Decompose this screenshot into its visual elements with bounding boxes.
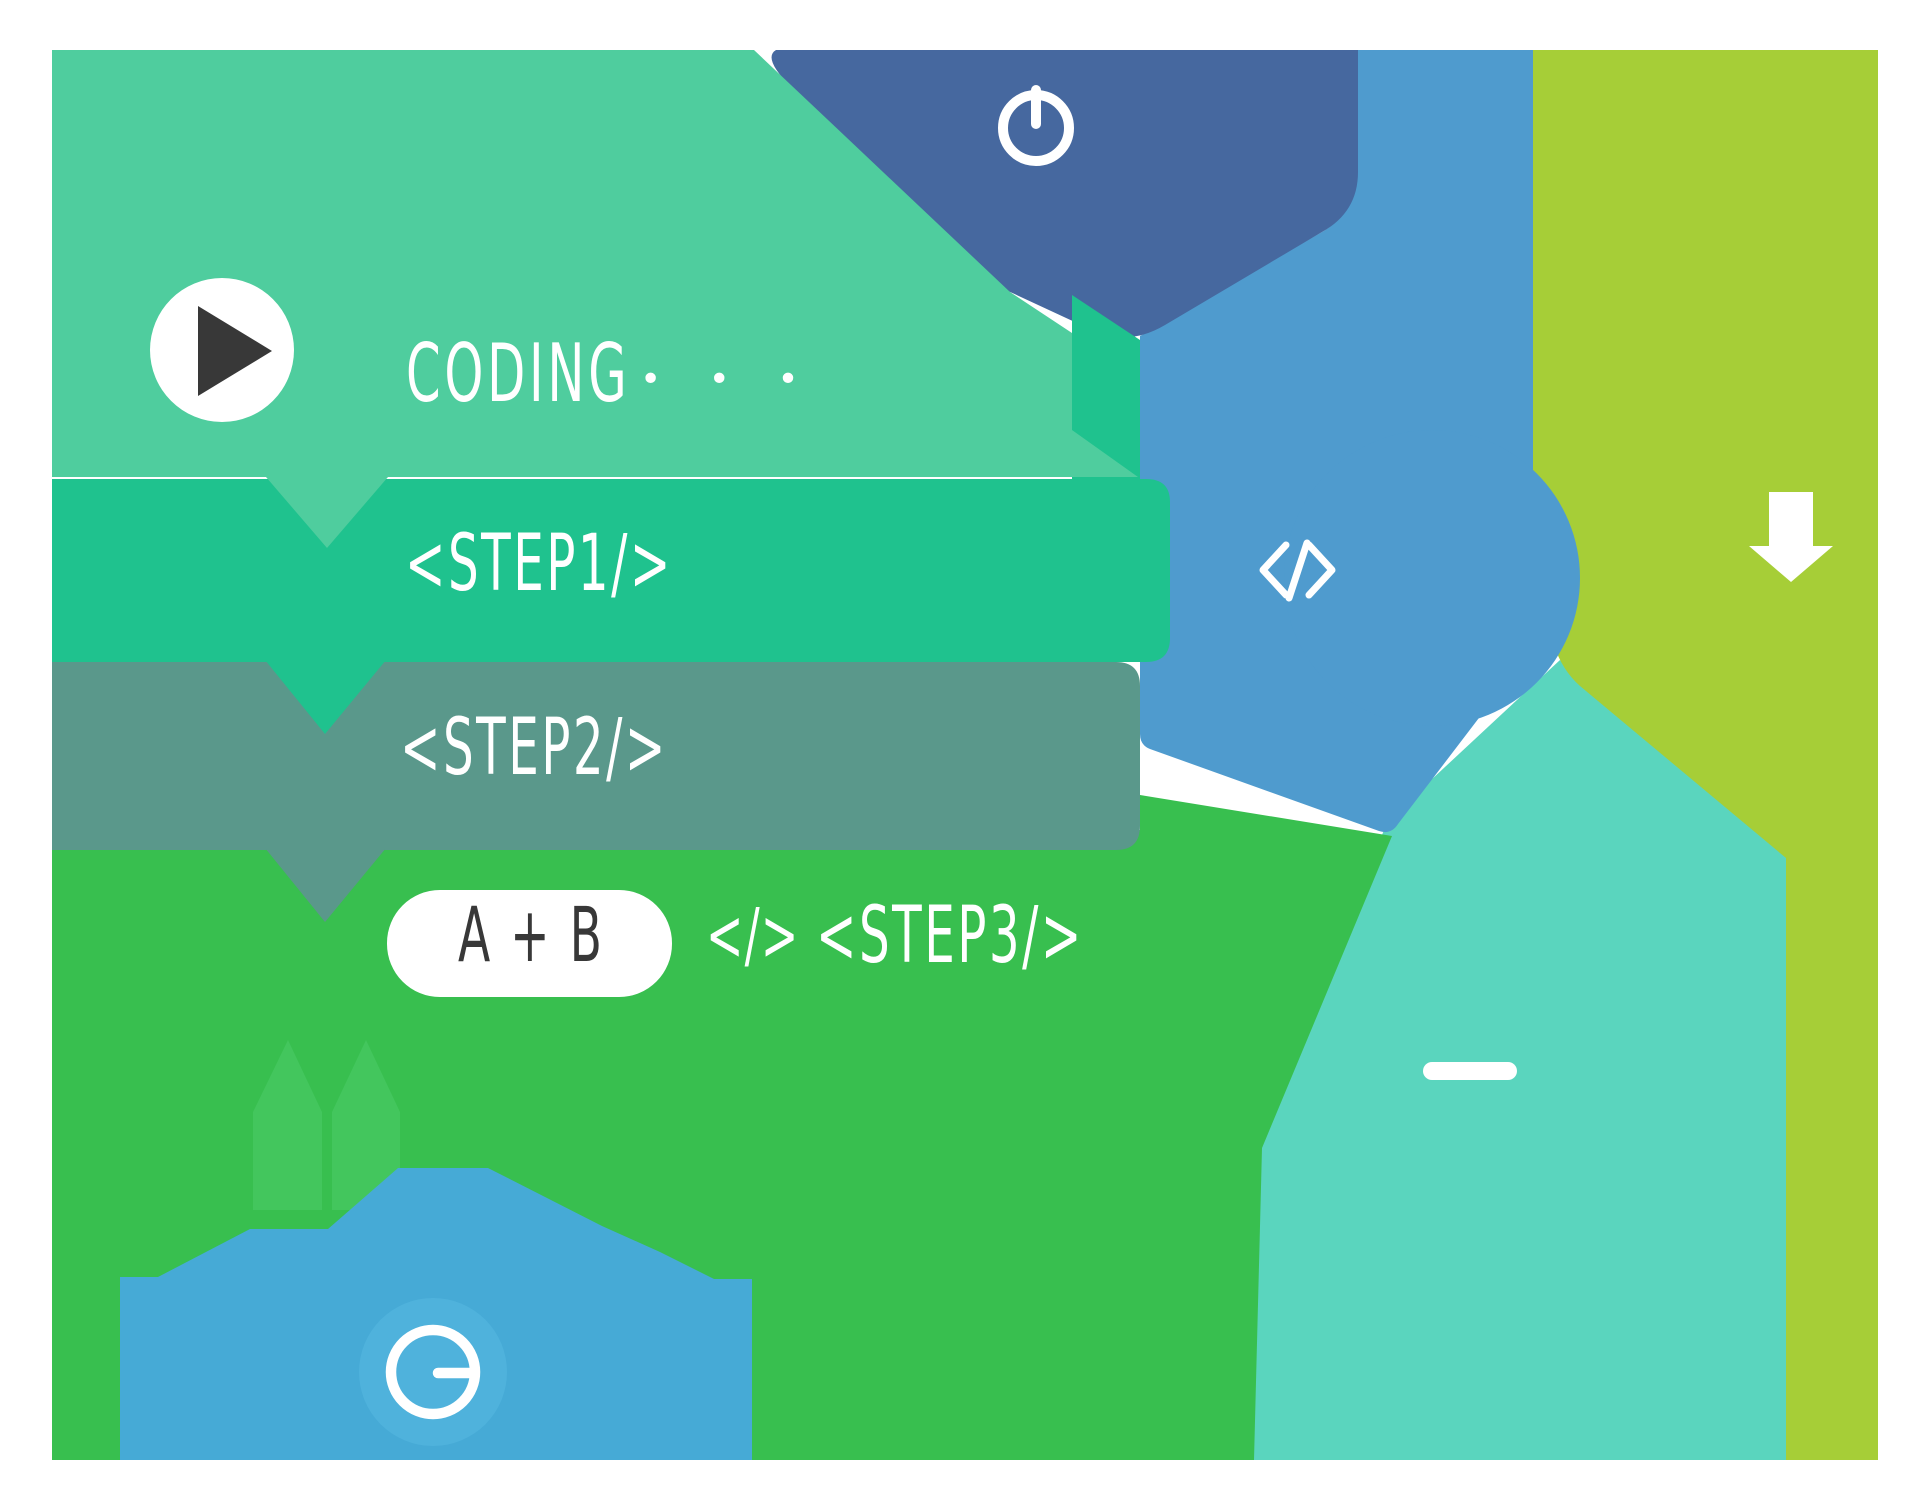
navy-puzzle bbox=[751, 50, 1358, 338]
lime-region bbox=[1533, 50, 1878, 1460]
minus-icon[interactable] bbox=[1423, 1062, 1517, 1080]
ellipsis-dots: • • • bbox=[640, 359, 817, 400]
operand-pill[interactable] bbox=[387, 890, 672, 997]
play-button[interactable] bbox=[150, 278, 294, 422]
code-glyph-label: </> bbox=[706, 893, 800, 977]
step2-label: <STEP2/> bbox=[400, 703, 668, 793]
block-coding[interactable] bbox=[52, 50, 1138, 548]
coding-label: CODING bbox=[406, 327, 631, 420]
loader-circle-icon[interactable] bbox=[385, 1324, 481, 1420]
download-arrow-icon[interactable] bbox=[1749, 492, 1833, 582]
power-icon[interactable] bbox=[998, 85, 1074, 166]
play-icon bbox=[198, 306, 272, 396]
teal-region bbox=[1248, 660, 1800, 1460]
operand-label: A + B bbox=[458, 890, 605, 979]
skyblue-bump bbox=[1284, 430, 1580, 726]
step1-label: <STEP1/> bbox=[405, 519, 673, 609]
code-slash-icon[interactable] bbox=[1259, 539, 1336, 602]
faint-tab-artifact bbox=[253, 1040, 400, 1210]
step3-label: <STEP3/> bbox=[816, 891, 1084, 981]
